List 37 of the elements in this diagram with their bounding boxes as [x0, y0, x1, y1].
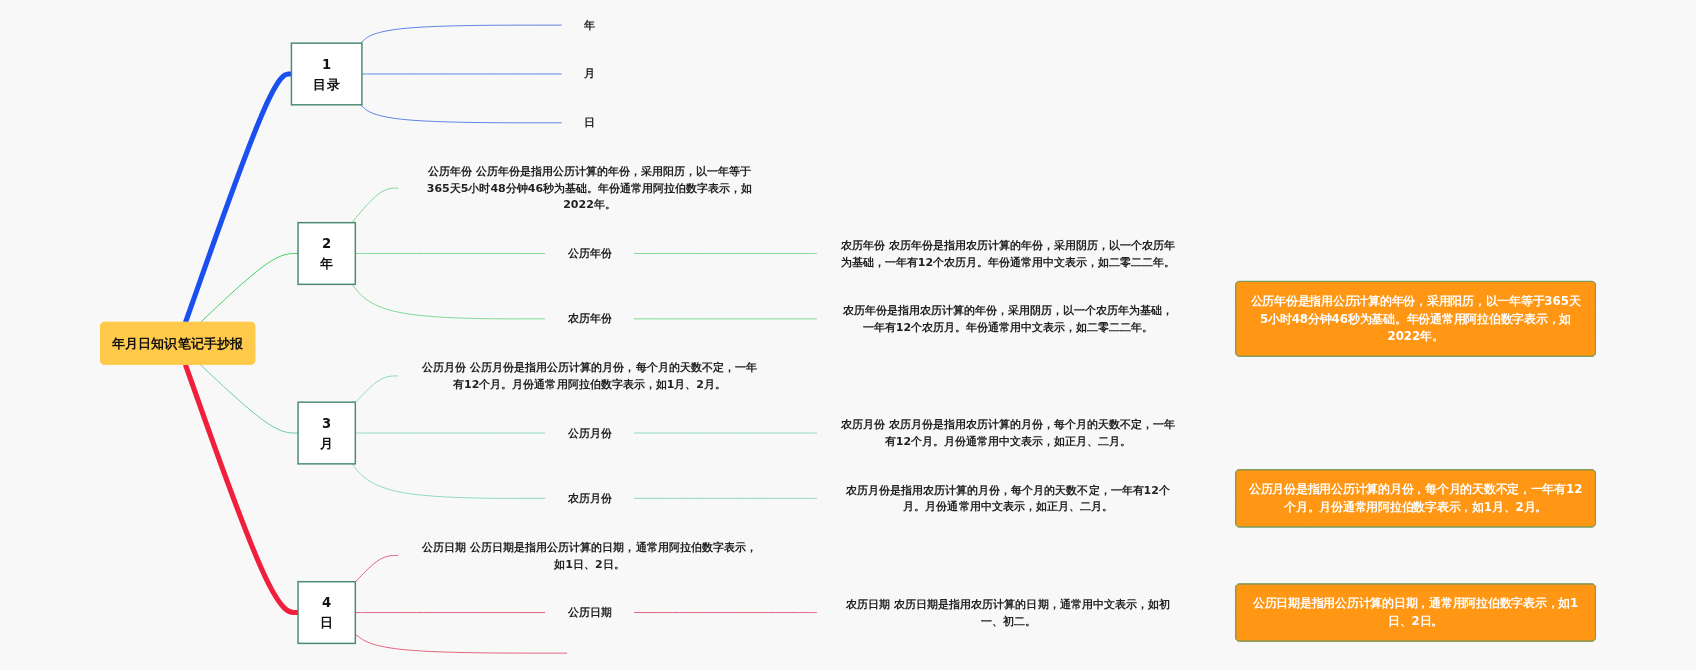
connector	[360, 24, 563, 44]
node-box	[290, 42, 363, 106]
connector	[633, 432, 818, 434]
node-text: 农历月份	[567, 491, 612, 505]
node-text: 公历月份	[567, 426, 612, 440]
connector	[351, 187, 400, 224]
connector	[354, 555, 400, 583]
node-text: 年	[584, 18, 596, 32]
node-box	[297, 221, 357, 286]
connector	[633, 612, 818, 613]
node-box	[297, 580, 357, 645]
node-text: 农历年份 农历年份是指用农历计算的年份，采用阴历，以一个农历年为基础，一年有12个农历月。年份通常用中文表示，如二零二二年。	[840, 238, 1176, 269]
node-text: 农历年份	[567, 312, 612, 326]
connector	[354, 375, 400, 403]
connector	[351, 463, 546, 499]
node-text: 日	[584, 116, 596, 130]
connector	[183, 71, 292, 324]
node-text: 公历日期	[567, 605, 612, 619]
connector	[360, 104, 563, 124]
node-text: 公历年份	[567, 246, 612, 260]
connector	[351, 283, 546, 320]
node-text: 月	[584, 67, 596, 81]
node-text: 农历日期 农历日期是指用农历计算的日期，通常用中文表示，如初一、初二。	[846, 597, 1170, 628]
connector	[633, 318, 818, 320]
node-text: 公历月份 公历月份是指用公历计算的月份，每个月的天数不定，一年有12个月。月份通常用阿拉伯数字表示，如1月、2月。	[422, 360, 757, 391]
node-text: 公历日期 公历日期是指用公历计算的日期，通常用阿拉伯数字表示，如1日、2日。	[422, 540, 757, 571]
node-box	[297, 401, 357, 465]
node-text: 公历年份 公历年份是指用公历计算的年份，采用阳历，以一年等于365天5小时48分钟46秒为基础。年份通常用阿拉伯数字表示，如2022年。	[426, 164, 753, 212]
connector	[361, 73, 563, 75]
connector	[633, 253, 818, 254]
connector	[633, 497, 818, 499]
node-text: 农历年份是指用农历计算的年份，采用阴历，以一个农历年为基础，一年有12个农历月。年份通常用中文表示，如二零二二年。	[842, 303, 1174, 334]
connector	[183, 363, 299, 616]
connector	[199, 364, 299, 434]
connector	[199, 253, 299, 324]
node-text: 农历月份是指用农历计算的月份，每个月的天数不定，一年有12个月。月份通常用中文表示，如正月、二月。	[846, 483, 1170, 514]
node-text: 农历月份 农历月份是指用农历计算的月份，每个月的天数不定，一年有12个月。月份通常用中文表示，如正月、二月。	[840, 417, 1176, 448]
